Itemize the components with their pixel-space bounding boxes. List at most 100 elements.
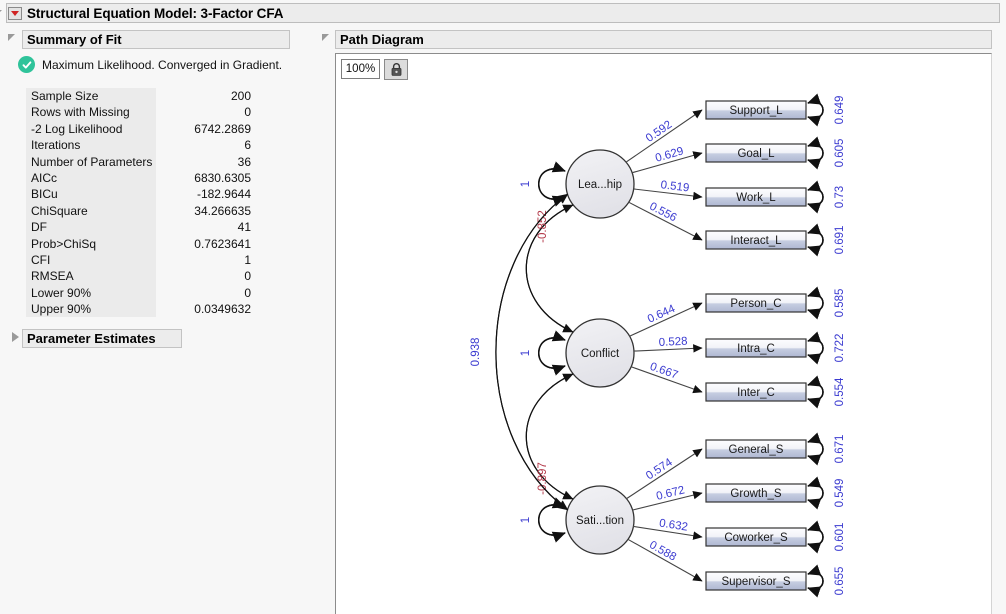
summary-of-fit-title: Summary of Fit <box>27 32 122 47</box>
indicator-label: Inter_C <box>737 387 775 399</box>
residual-loop <box>807 375 824 401</box>
indicator-label: Goal_L <box>737 148 775 160</box>
residual-loop <box>807 136 824 162</box>
path-diagram-panel: 100% <box>335 53 992 614</box>
path-diagram-header[interactable]: Path Diagram <box>335 30 992 49</box>
residual-loop <box>807 223 824 249</box>
covariance-estimate: -0.852 <box>537 210 549 243</box>
fit-row-label: Upper 90% <box>26 301 156 318</box>
residual-loop <box>807 564 824 590</box>
residual-estimate: 0.585 <box>834 289 846 318</box>
summary-of-fit-header[interactable]: Summary of Fit <box>22 30 290 49</box>
indicator-box[interactable] <box>705 293 807 313</box>
loading-estimate: 0.644 <box>646 303 678 326</box>
indicator-box[interactable] <box>705 143 807 163</box>
indicator-box[interactable] <box>705 382 807 402</box>
loading-path <box>628 201 703 241</box>
residual-estimate: 0.691 <box>834 226 846 255</box>
loading-path <box>633 188 703 201</box>
residual-estimate: 0.554 <box>834 377 846 406</box>
convergence-text: Maximum Likelihood. Converged in Gradien… <box>42 57 283 72</box>
loading-estimate: 0.632 <box>658 517 688 533</box>
residual-estimate: 0.549 <box>834 479 846 508</box>
residual-estimate: 0.605 <box>834 139 846 168</box>
fit-row-value: 6742.2869 <box>194 121 251 136</box>
fit-row-label: CFI <box>26 251 156 269</box>
window-title-bar: Structural Equation Model: 3-Factor CFA <box>0 3 1000 23</box>
fit-row-label: BICu <box>26 186 156 203</box>
fit-row-label: RMSEA <box>26 268 156 285</box>
loading-path <box>629 302 703 337</box>
loading-path <box>632 525 703 540</box>
residual-estimate: 0.601 <box>834 523 846 552</box>
zoom-level-input[interactable]: 100% <box>341 59 380 79</box>
factor-node[interactable] <box>565 149 635 219</box>
residual-loop <box>807 520 824 546</box>
loading-estimate: 0.528 <box>658 336 687 349</box>
indicator-label: Supervisor_S <box>721 576 790 588</box>
red-triangle-down-icon[interactable] <box>8 6 22 20</box>
indicator-label: Interact_L <box>730 235 782 247</box>
fit-row-value: 1 <box>244 252 251 267</box>
residual-loop <box>807 331 824 357</box>
residual-loop <box>807 93 824 119</box>
fit-row: Number of Parameters 36 <box>26 153 253 170</box>
indicator-label: Person_C <box>730 298 781 310</box>
loading-estimate: 0.556 <box>647 201 678 225</box>
factor-variance-loop <box>538 497 566 536</box>
loading-estimate: 0.519 <box>660 179 690 194</box>
path-diagram-title: Path Diagram <box>340 32 424 47</box>
parameter-estimates-header[interactable]: Parameter Estimates <box>22 329 182 348</box>
indicator-box[interactable] <box>705 100 807 120</box>
indicator-box[interactable] <box>705 483 807 503</box>
parameter-estimates-disclosure-triangle[interactable] <box>12 332 19 342</box>
path-diagram-disclosure-triangle[interactable] <box>322 34 329 41</box>
fit-row-value: 0 <box>244 269 251 284</box>
indicator-box[interactable] <box>705 187 807 207</box>
covariance-estimate: -0.897 <box>537 462 549 495</box>
lock-icon[interactable] <box>384 59 408 80</box>
residual-estimate: 0.73 <box>834 186 846 208</box>
covariance-arc <box>525 373 574 500</box>
fit-row-value: 0.7623641 <box>194 236 251 251</box>
loading-path <box>625 448 703 500</box>
indicator-box[interactable] <box>705 230 807 250</box>
indicator-label: Support_L <box>729 105 783 117</box>
factor-variance-label: 1 <box>520 181 532 187</box>
factor-label: Sati...tion <box>576 515 624 527</box>
indicator-box[interactable] <box>705 338 807 358</box>
summary-disclosure-triangle[interactable] <box>8 34 15 41</box>
indicator-box[interactable] <box>705 571 807 591</box>
loading-path <box>631 151 703 174</box>
residual-loop <box>807 432 824 458</box>
indicator-box[interactable] <box>705 439 807 459</box>
factor-node[interactable] <box>565 485 635 555</box>
loading-estimate: 0.672 <box>655 484 686 503</box>
loading-estimate: 0.574 <box>644 456 675 482</box>
fit-row-value: 41 <box>237 220 251 235</box>
residual-loop <box>807 180 824 206</box>
loading-path <box>633 344 703 353</box>
indicator-label: General_S <box>729 444 784 456</box>
fit-row-value: 6830.6305 <box>194 170 251 185</box>
indicator-label: Coworker_S <box>724 532 788 544</box>
fit-row-label: Sample Size <box>26 88 156 105</box>
factor-node[interactable] <box>565 318 635 388</box>
fit-row-label: Number of Parameters <box>26 153 156 170</box>
window-title: Structural Equation Model: 3-Factor CFA <box>27 5 284 21</box>
factor-variance-loop <box>538 330 566 369</box>
window-disclosure-triangle[interactable] <box>0 7 4 19</box>
fit-row-value: 34.266635 <box>194 203 251 218</box>
fit-row-value: 6 <box>244 138 251 153</box>
fit-row: Lower 90%0 <box>26 284 253 302</box>
indicator-box[interactable] <box>705 527 807 547</box>
fit-row-value: 36 <box>237 154 251 169</box>
